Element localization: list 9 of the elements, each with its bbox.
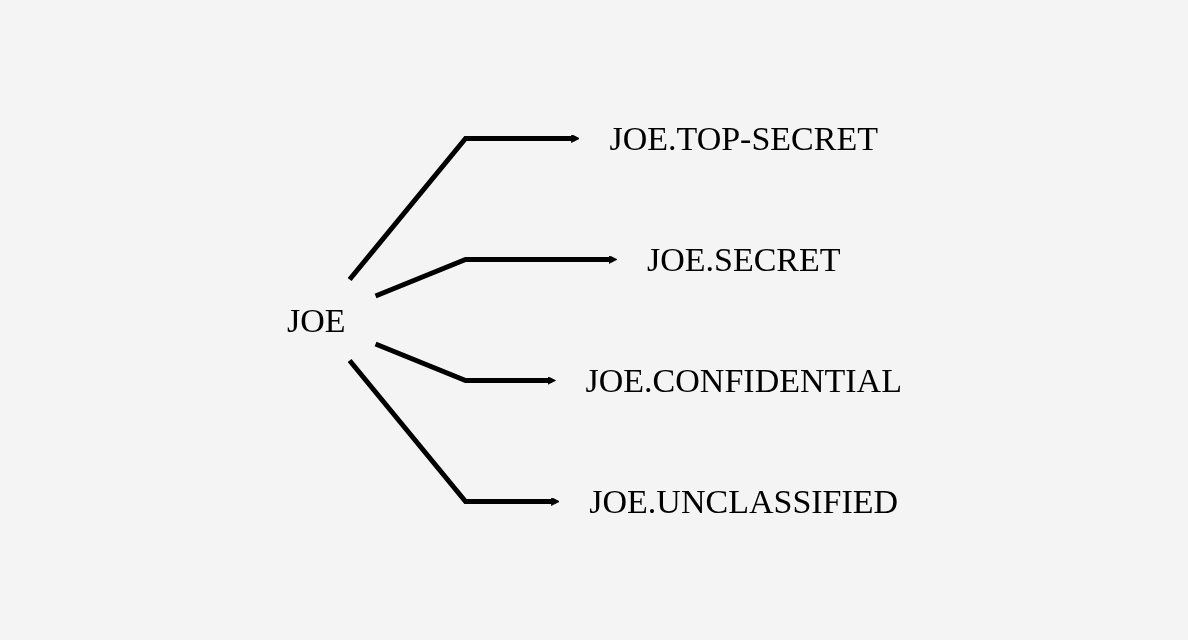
node-text: JOE.UNCLASSIFIED: [588, 483, 898, 520]
arrow: [347, 134, 580, 282]
arrow: [347, 358, 560, 506]
node-text: JOE.TOP-SECRET: [608, 120, 878, 157]
arrow: [374, 255, 617, 299]
arrow: [374, 341, 556, 385]
node-text: JOE.CONFIDENTIAL: [585, 362, 902, 399]
node-text: JOE: [286, 301, 346, 339]
node-text: JOE.SECRET: [646, 241, 841, 278]
